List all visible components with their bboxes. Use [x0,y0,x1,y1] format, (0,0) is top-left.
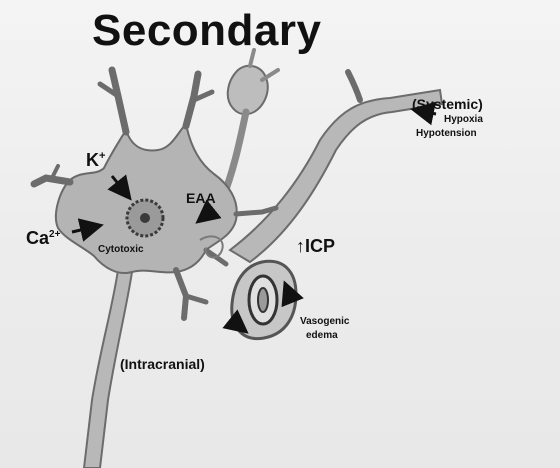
diagram-title: Secondary [92,6,321,56]
label-eaa: EAA [186,190,216,206]
label-edema: edema [306,330,338,342]
label-intracranial: (Intracranial) [120,356,205,372]
label-vasogenic: Vasogenic [300,316,349,328]
label-icp: ↑ICP [296,236,335,257]
long-dendrite [230,90,442,262]
label-potassium: K+ [86,150,105,171]
label-calcium: Ca2+ [26,228,60,249]
glial-cell [228,66,268,114]
label-systemic: (Systemic) [412,96,483,112]
label-hypotension: Hypotension [416,128,477,140]
label-cytotoxic: Cytotoxic [98,244,144,256]
label-hypoxia: Hypoxia [444,114,483,126]
branch-top [348,72,360,100]
